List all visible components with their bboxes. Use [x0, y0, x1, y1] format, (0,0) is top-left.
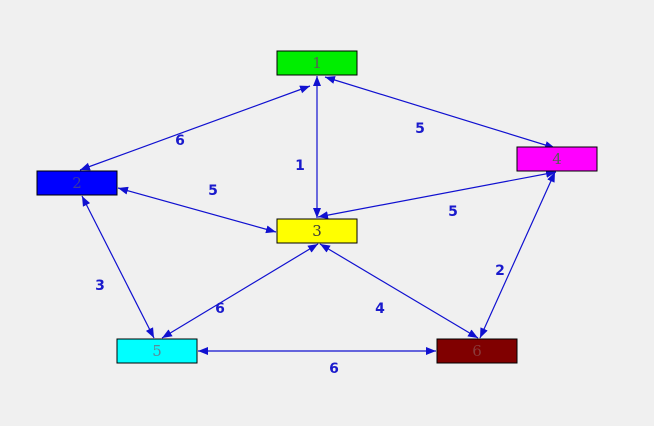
edge-labels-layer: 6 1 5 5 3 5 6 4 2 6	[95, 121, 505, 377]
edge-2-5	[81, 195, 155, 339]
edges-layer	[79, 76, 557, 355]
node-6-box[interactable]	[436, 338, 518, 364]
node-3[interactable]: 3	[276, 218, 358, 244]
node-5-label: 5	[152, 342, 162, 360]
node-4-label: 4	[552, 150, 562, 168]
edge-weight-2-3: 5	[208, 183, 218, 199]
edge-weight-2-5: 3	[95, 278, 105, 294]
node-2[interactable]: 2	[36, 170, 118, 196]
node-1[interactable]: 1	[276, 50, 358, 76]
node-1-box[interactable]	[276, 50, 358, 76]
edge-weight-1-4: 5	[415, 121, 425, 137]
edge-weight-4-6: 2	[495, 263, 505, 279]
nodes-layer: 1 2 3 4 5 6	[36, 50, 598, 364]
node-6[interactable]: 6	[436, 338, 518, 364]
node-5[interactable]: 5	[116, 338, 198, 364]
node-3-label: 3	[312, 222, 322, 240]
node-4-box[interactable]	[516, 146, 598, 172]
edge-1-2	[79, 85, 311, 171]
node-1-label: 1	[312, 54, 322, 72]
edge-4-6	[479, 171, 556, 339]
node-2-label: 2	[72, 174, 82, 192]
edge-weight-1-3: 1	[295, 158, 305, 174]
edge-2-3	[117, 186, 277, 234]
edge-weight-3-5: 6	[215, 301, 225, 317]
node-5-box[interactable]	[116, 338, 198, 364]
edge-3-6	[319, 243, 479, 339]
edge-3-4	[317, 169, 557, 220]
edge-3-5	[161, 243, 319, 339]
node-3-box[interactable]	[276, 218, 358, 244]
edge-weight-3-6: 4	[375, 301, 385, 317]
node-4[interactable]: 4	[516, 146, 598, 172]
edge-weight-5-6: 6	[329, 361, 339, 377]
edge-weight-3-4: 5	[448, 204, 458, 220]
node-2-box[interactable]	[36, 170, 118, 196]
edge-weight-1-2: 6	[175, 133, 185, 149]
edge-1-4	[324, 76, 556, 149]
node-6-label: 6	[472, 342, 482, 360]
